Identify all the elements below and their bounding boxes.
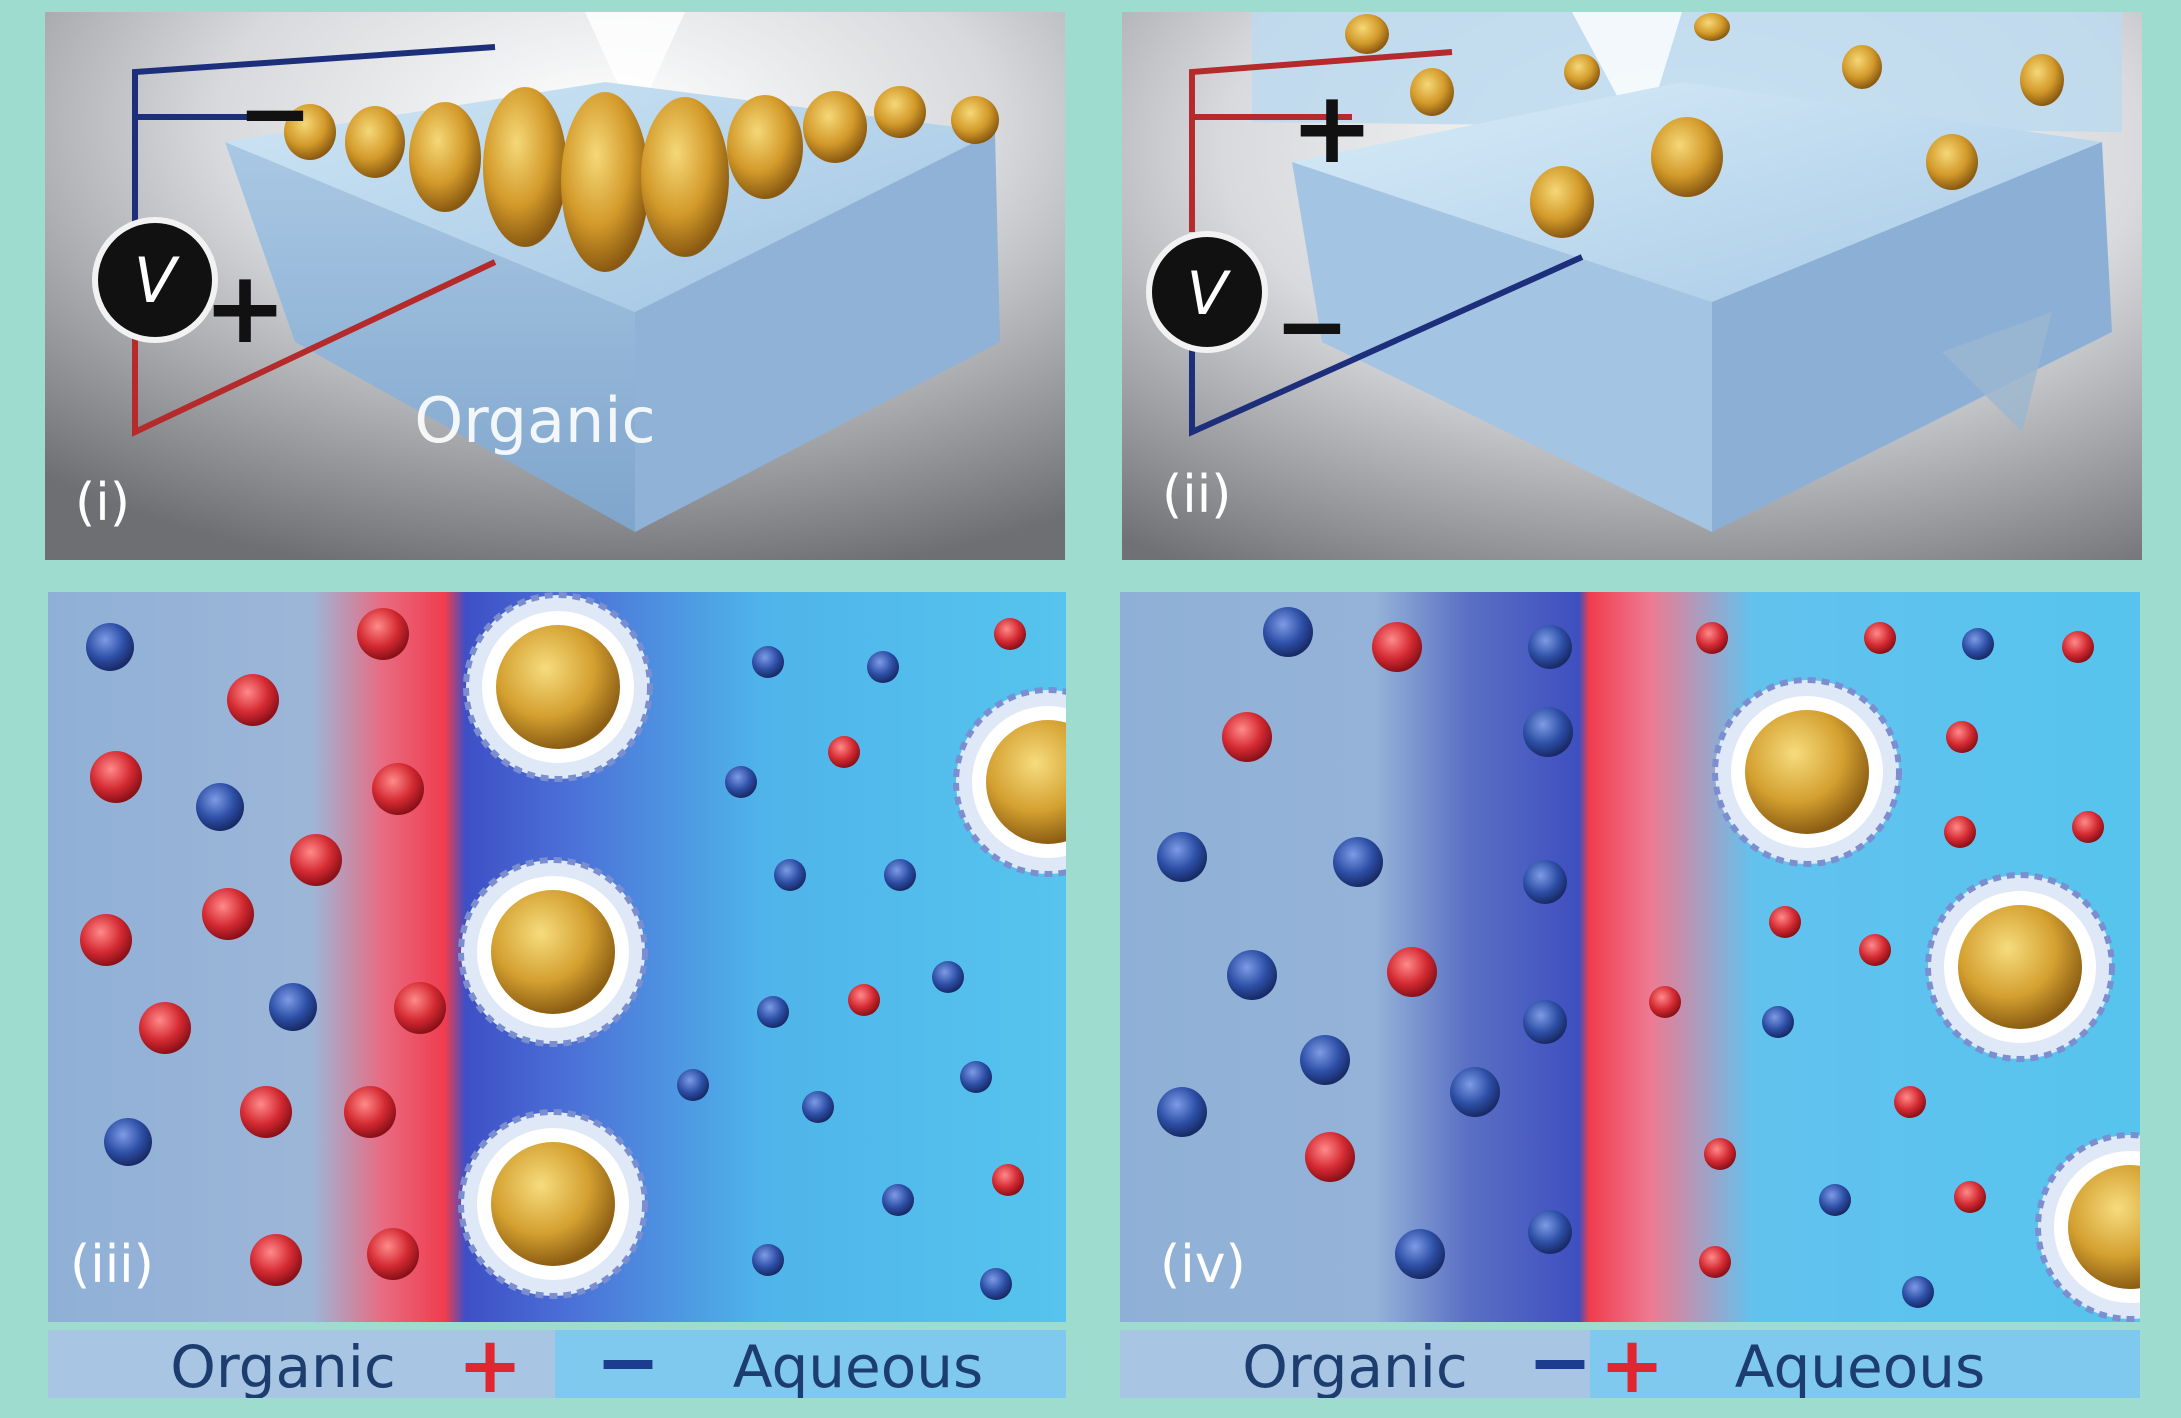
wire-negative — [1189, 254, 1584, 437]
voltmeter-label: V — [1186, 259, 1231, 329]
panel-ii: V + − (ii) — [1122, 12, 2142, 560]
gold-droplets — [1345, 13, 2064, 238]
panel-iv-illustration: (iv) Organic − + Aqueous — [1120, 592, 2140, 1398]
bottom-electrode-sign: + — [203, 249, 287, 366]
voltmeter-icon — [92, 217, 218, 343]
light-beam — [1572, 12, 1682, 142]
organic-block-right-face — [1712, 142, 2112, 532]
panel-ii-illustration: V + − (ii) — [1122, 12, 2142, 560]
left-phase-label: Organic — [1242, 1333, 1468, 1398]
voltmeter-icon — [1146, 231, 1268, 353]
cations — [80, 608, 1026, 1286]
panel-iii-illustration: (iii) Organic + − Aqueous — [48, 592, 1066, 1398]
nanoparticles — [1712, 677, 2140, 1322]
organic-block-left-face — [1292, 162, 1712, 532]
voltmeter-label: V — [134, 244, 181, 317]
bottom-electrode-sign: − — [1274, 274, 1349, 379]
panel-iii: (iii) Organic + − Aqueous — [48, 592, 1066, 1398]
phase-label-organic: Organic — [414, 384, 655, 457]
panel-label: (iii) — [70, 1235, 154, 1295]
aqueous-top-layer — [1252, 12, 2122, 132]
light-beam — [585, 12, 685, 122]
light-beam-exit — [1942, 312, 2052, 432]
panel-iv: (iv) Organic − + Aqueous — [1120, 592, 2140, 1398]
interface-left-sign: − — [1527, 1318, 1592, 1398]
organic-block-left-face — [225, 142, 635, 532]
panel-i: V − + Organic (i) — [45, 12, 1065, 560]
panel-label: (iv) — [1160, 1235, 1246, 1295]
top-electrode-sign: − — [237, 61, 312, 166]
interface-right-sign: − — [595, 1318, 660, 1398]
panel-i-illustration: V − + Organic (i) — [45, 12, 1065, 560]
anions — [86, 623, 1012, 1300]
left-phase-label: Organic — [170, 1333, 396, 1398]
organic-bar — [48, 1330, 555, 1398]
organic-block-right-face — [635, 132, 1000, 532]
nanoparticles — [458, 592, 1066, 1299]
top-electrode-sign: + — [1290, 69, 1374, 186]
cations — [1222, 622, 2104, 1278]
aqueous-bar — [1590, 1330, 2140, 1398]
gold-droplets — [284, 86, 999, 272]
interface-right-sign: + — [1599, 1321, 1664, 1398]
anions — [1157, 607, 1994, 1308]
panel-label: (i) — [75, 473, 130, 533]
right-phase-label: Aqueous — [1735, 1333, 1985, 1398]
right-phase-label: Aqueous — [733, 1333, 983, 1398]
organic-bar — [1120, 1330, 1590, 1398]
aqueous-bar — [555, 1330, 1066, 1398]
interface-left-sign: + — [457, 1321, 522, 1398]
panel-label: (ii) — [1162, 465, 1231, 525]
wire-positive — [132, 259, 497, 437]
